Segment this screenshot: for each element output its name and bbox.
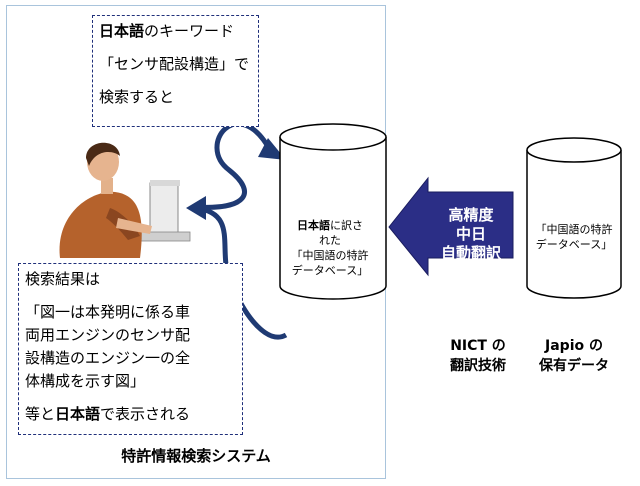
person-at-computer-icon bbox=[59, 142, 191, 258]
translated-db-line-3: 「中国語の特許 bbox=[291, 249, 369, 262]
query-line-1-rest: のキーワード bbox=[144, 22, 235, 40]
japio-db-line-1: 「中国語の特許 bbox=[535, 223, 613, 236]
japio-db-line-2: データベース」 bbox=[535, 238, 613, 251]
nict-caption-line-1: NICT の bbox=[450, 338, 506, 354]
translated-database-label: 日本語に訳さ れた 「中国語の特許 データベース」 bbox=[274, 218, 386, 278]
arrow-line-1: 高精度 bbox=[448, 206, 494, 224]
translated-db-line-4: データベース」 bbox=[291, 264, 369, 277]
query-line-3: 検索すると bbox=[99, 88, 175, 106]
arrow-line-2: 中日 bbox=[455, 225, 486, 243]
query-line-1: 日本語のキーワード bbox=[99, 20, 252, 43]
japio-database-cylinder bbox=[526, 137, 622, 299]
result-line-1: 検索結果は bbox=[25, 270, 101, 288]
keyword-query-box: 日本語のキーワード 「センサ配設構造」で 検索すると bbox=[92, 15, 259, 127]
result-line-6: 等と日本語で表示される bbox=[25, 403, 236, 426]
japio-caption-line-1: Japio の bbox=[545, 338, 603, 354]
query-line-2: 「センサ配設構造」で bbox=[99, 55, 250, 73]
query-language-bold: 日本語 bbox=[99, 22, 145, 40]
translated-db-line-1-rest: に訳さ bbox=[330, 219, 363, 232]
result-language-bold: 日本語 bbox=[55, 405, 101, 423]
japio-caption-line-2: 保有データ bbox=[539, 358, 609, 374]
result-line-5: 体構成を示す図」 bbox=[25, 372, 146, 390]
translation-arrow-shape bbox=[388, 176, 514, 277]
query-flow-curve bbox=[195, 121, 273, 210]
system-label: 特許情報検索システム bbox=[121, 447, 271, 465]
search-result-box: 検索結果は 「図一は本発明に係る車 両用エンジンのセンサ配 設構造のエンジン一の… bbox=[18, 263, 243, 435]
query-flow-arrowhead bbox=[258, 138, 286, 160]
result-flow-arrowhead bbox=[186, 196, 206, 220]
result-line-6-end: で表示される bbox=[100, 405, 191, 423]
nict-caption-line-2: 翻訳技術 bbox=[450, 358, 506, 374]
translated-database-cylinder bbox=[279, 123, 387, 300]
translation-arrow-label: 高精度 中日 自動翻訳 bbox=[432, 206, 510, 263]
result-line-4: 設構造のエンジン一の全 bbox=[25, 349, 191, 367]
result-line-3: 両用エンジンのセンサ配 bbox=[25, 326, 191, 344]
result-line-2: 「図一は本発明に係る車 bbox=[25, 303, 191, 321]
translated-db-language-bold: 日本語 bbox=[297, 219, 330, 232]
result-line-6-start: 等と bbox=[25, 405, 56, 423]
japio-database-label: 「中国語の特許 データベース」 bbox=[526, 222, 622, 252]
translated-db-line-2: れた bbox=[319, 234, 341, 247]
japio-caption: Japio の 保有データ bbox=[522, 336, 626, 376]
nict-caption: NICT の 翻訳技術 bbox=[428, 336, 528, 376]
arrow-line-3: 自動翻訳 bbox=[440, 244, 501, 262]
